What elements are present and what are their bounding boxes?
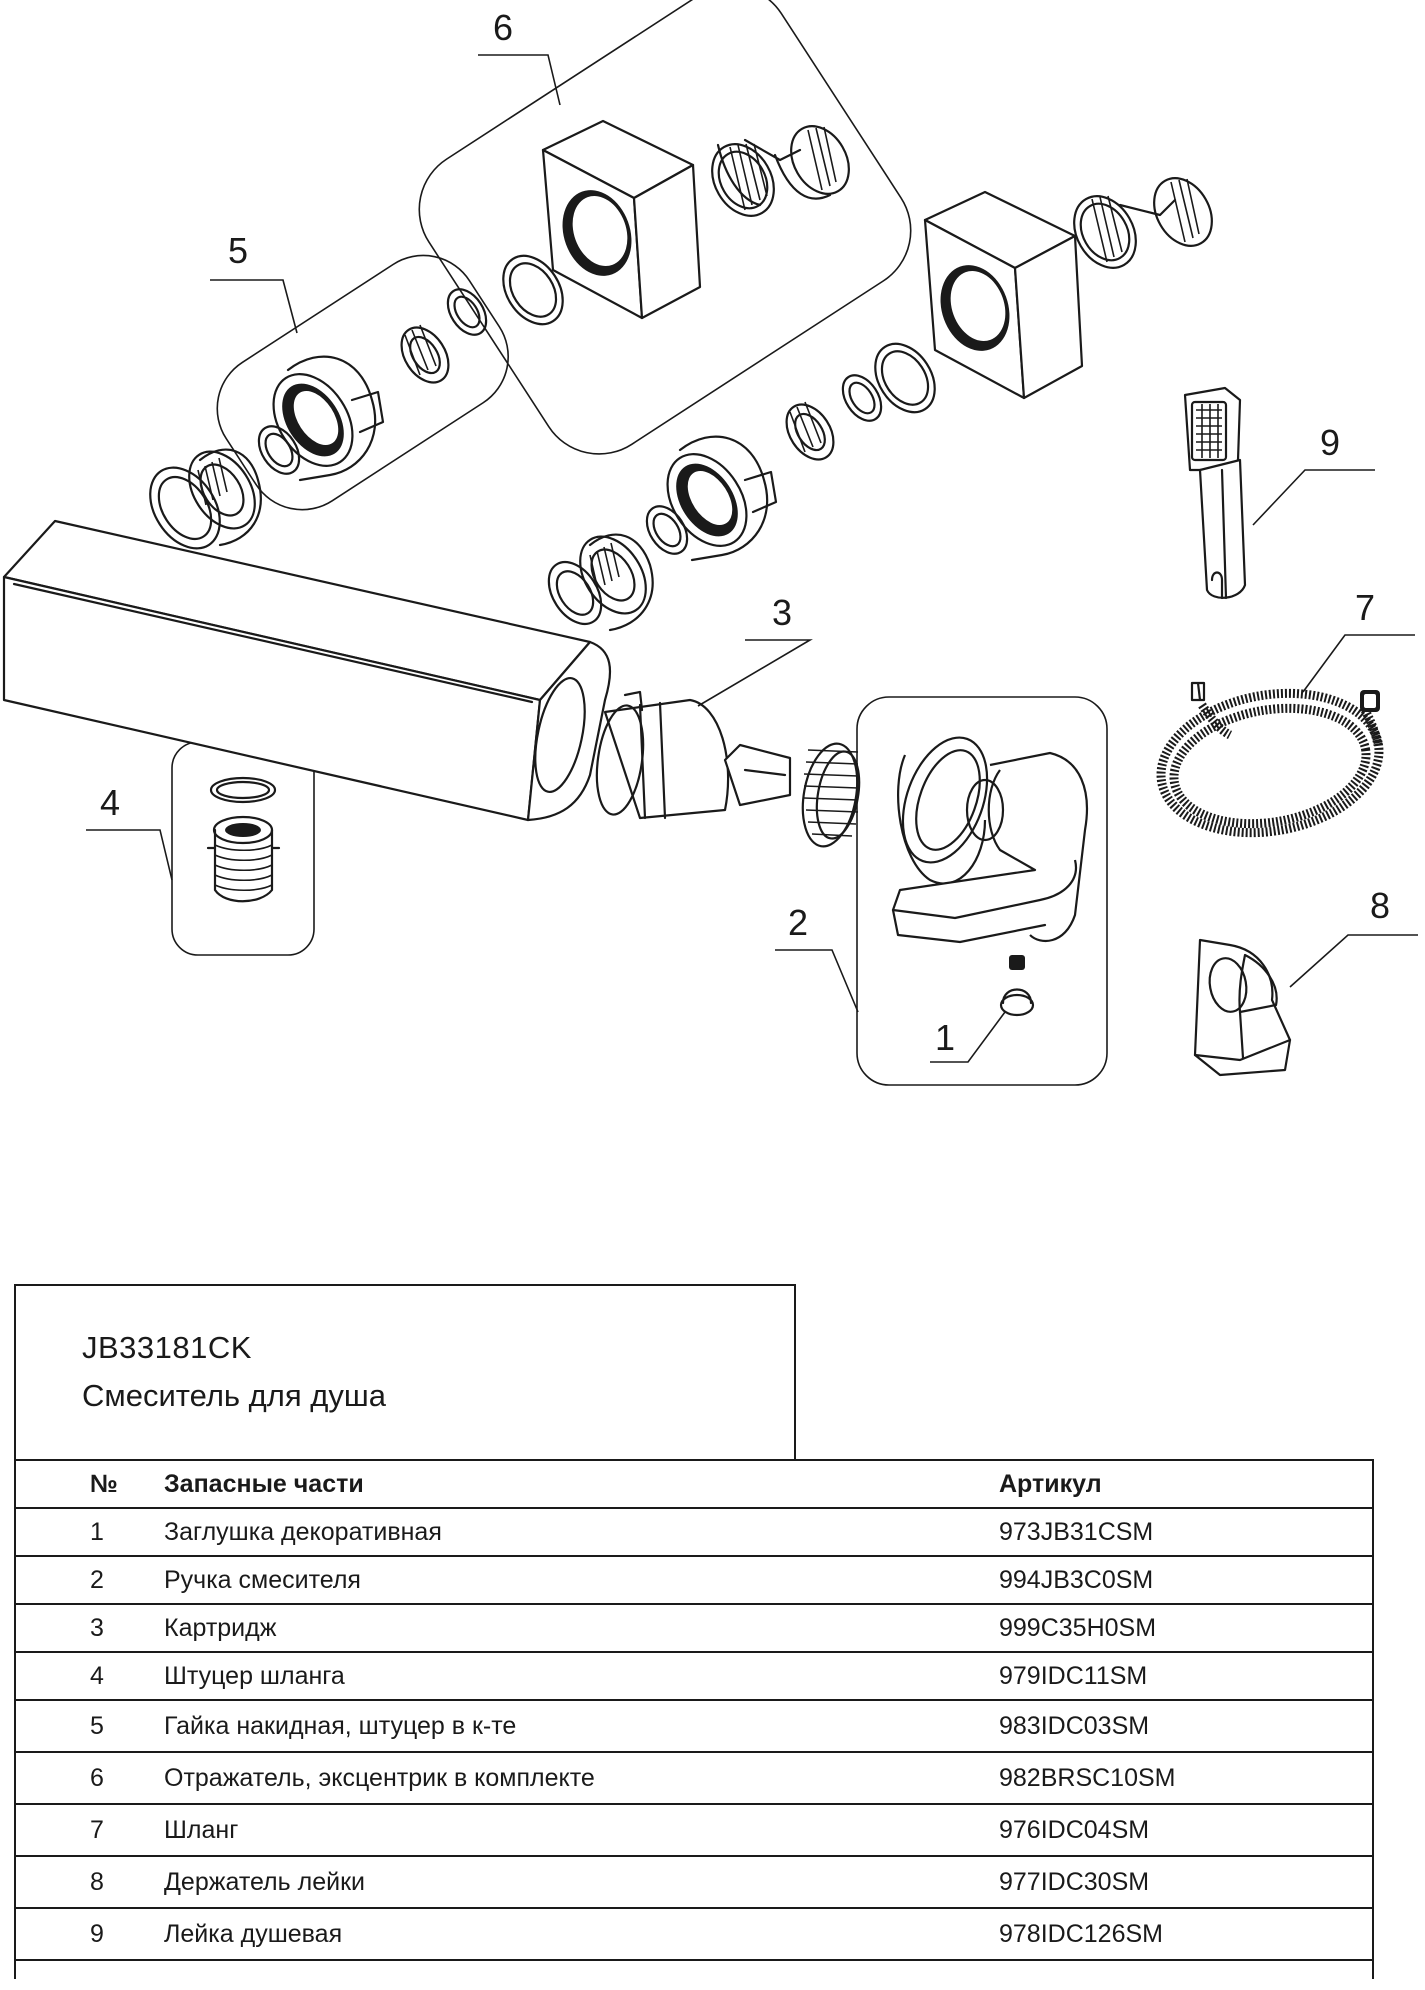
- decorative-cap: [999, 955, 1035, 1017]
- callout-2: 2: [788, 902, 808, 943]
- table-row: 5 Гайка накидная, штуцер в к-те 983IDC03…: [14, 1699, 1374, 1753]
- callout-7: 7: [1355, 587, 1375, 628]
- table-row: 7 Шланг 976IDC04SM: [14, 1803, 1374, 1857]
- flange-upper: [541, 119, 850, 320]
- row-article: 994JB3C0SM: [999, 1555, 1374, 1605]
- group-outline-4: [171, 741, 315, 956]
- row-number: 2: [14, 1555, 164, 1605]
- exploded-parts-diagram: 6 5 3 4 2 1 9 7 8: [2, 0, 1418, 1086]
- hand-shower: [1183, 386, 1247, 600]
- callout-6: 6: [493, 7, 513, 48]
- table-row: 3 Картридж 999C35H0SM: [14, 1603, 1374, 1653]
- parts-table: № Запасные части Артикул 1 Заглушка деко…: [14, 1459, 1374, 1961]
- row-article: 977IDC30SM: [999, 1855, 1374, 1909]
- row-part-name: Держатель лейки: [164, 1855, 999, 1909]
- group-outline-5: [216, 254, 509, 511]
- row-article: 976IDC04SM: [999, 1803, 1374, 1857]
- shower-holder: [1193, 938, 1292, 1077]
- table-row: 6 Отражатель, эксцентрик в комплекте 982…: [14, 1751, 1374, 1805]
- header-part-name: Запасные части: [164, 1459, 999, 1509]
- row-part-name: Штуцер шланга: [164, 1651, 999, 1701]
- row-number: 6: [14, 1751, 164, 1805]
- row-number: 5: [14, 1699, 164, 1753]
- row-article: 979IDC11SM: [999, 1651, 1374, 1701]
- flange-lower: [923, 177, 1213, 400]
- model-name: Смеситель для душа: [82, 1378, 386, 1413]
- row-part-name: Шланг: [164, 1803, 999, 1857]
- callout-5: 5: [228, 230, 248, 271]
- row-number: 9: [14, 1907, 164, 1961]
- group-outline-2: [856, 696, 1108, 1086]
- row-part-name: Картридж: [164, 1603, 999, 1653]
- row-article: 982BRSC10SM: [999, 1751, 1374, 1805]
- table-header-row: № Запасные части Артикул: [14, 1459, 1374, 1509]
- table-row: 1 Заглушка декоративная 973JB31CSM: [14, 1507, 1374, 1557]
- callout-9: 9: [1320, 422, 1340, 463]
- group-outline-6: [418, 0, 912, 455]
- threaded-ring: [801, 742, 861, 848]
- row-article: 983IDC03SM: [999, 1699, 1374, 1753]
- callout-8: 8: [1370, 885, 1390, 926]
- callout-1: 1: [935, 1017, 955, 1058]
- table-row: 2 Ручка смесителя 994JB3C0SM: [14, 1555, 1374, 1605]
- shower-hose: [1156, 681, 1384, 838]
- row-part-name: Лейка душевая: [164, 1907, 999, 1961]
- row-article: 973JB31CSM: [999, 1507, 1374, 1557]
- mixer-handle: [891, 751, 1089, 944]
- row-article: 978IDC126SM: [999, 1907, 1374, 1961]
- callout-3: 3: [772, 592, 792, 633]
- table-row: 9 Лейка душевая 978IDC126SM: [14, 1907, 1374, 1961]
- dome-cover: [897, 736, 989, 885]
- row-part-name: Отражатель, эксцентрик в комплекте: [164, 1751, 999, 1805]
- mixer-body: [2, 519, 612, 822]
- cartridge: [595, 690, 792, 820]
- table-row: 4 Штуцер шланга 979IDC11SM: [14, 1651, 1374, 1701]
- row-number: 8: [14, 1855, 164, 1909]
- row-part-name: Ручка смесителя: [164, 1555, 999, 1605]
- hose-connector: [206, 776, 281, 903]
- row-part-name: Заглушка декоративная: [164, 1507, 999, 1557]
- row-part-name: Гайка накидная, штуцер в к-те: [164, 1699, 999, 1753]
- header-article: Артикул: [999, 1459, 1374, 1509]
- title-box: JB33181CK Смеситель для душа: [14, 1284, 796, 1459]
- callout-4: 4: [100, 782, 120, 823]
- model-code: JB33181CK: [82, 1330, 252, 1365]
- row-number: 7: [14, 1803, 164, 1857]
- row-number: 1: [14, 1507, 164, 1557]
- table-row: 8 Держатель лейки 977IDC30SM: [14, 1855, 1374, 1909]
- union-nut-left: [149, 254, 564, 550]
- row-article: 999C35H0SM: [999, 1603, 1374, 1653]
- header-number: №: [14, 1459, 164, 1509]
- row-number: 3: [14, 1603, 164, 1653]
- union-nut-right: [547, 342, 936, 632]
- row-number: 4: [14, 1651, 164, 1701]
